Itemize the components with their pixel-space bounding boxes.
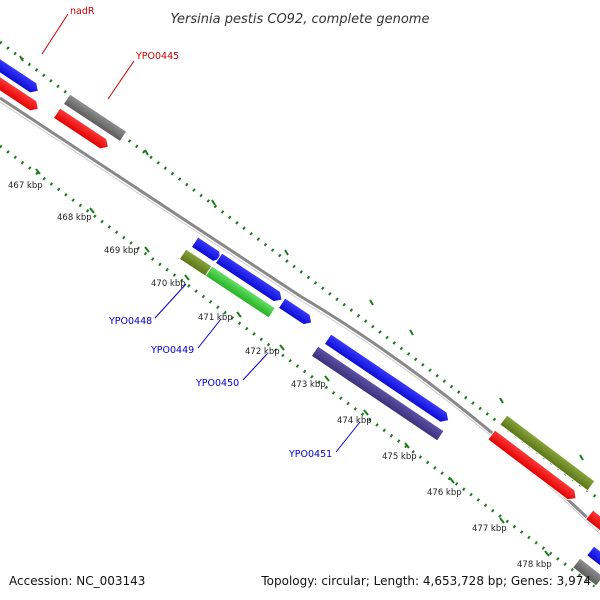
tick-label-467: 467 kbp: [8, 181, 43, 191]
gene-YPO0449[interactable]: [204, 265, 277, 319]
tick-label-475: 475 kbp: [382, 452, 417, 462]
tick-label-471: 471 kbp: [198, 313, 233, 323]
gene-red-edge[interactable]: [584, 509, 600, 535]
gene-blue-short[interactable]: [277, 297, 315, 328]
gene-YPO0445[interactable]: [62, 93, 128, 143]
gene-blue-edge[interactable]: [585, 545, 600, 571]
tick-label-473: 473 kbp: [291, 380, 326, 390]
gene-label-YPO0449[interactable]: YPO0449: [150, 345, 194, 356]
inner-tick-ring: [0, 144, 600, 592]
genome-backbone-inner: [0, 101, 600, 535]
gene-label-YPO0451[interactable]: YPO0451: [288, 449, 332, 460]
tick-label-477: 477 kbp: [472, 524, 507, 534]
gene-blue-extra-long[interactable]: [323, 333, 452, 426]
gene-label-YPO0448[interactable]: YPO0448: [108, 316, 152, 327]
label-leaders: [41, 13, 361, 453]
gene-nadR[interactable]: [0, 51, 42, 96]
gene-red-upper-mid[interactable]: [52, 107, 111, 152]
gene-olive-lower-right[interactable]: [499, 414, 596, 492]
tick-label-472: 472 kbp: [245, 347, 280, 357]
tick-labels: 467 kbp 468 kbp 469 kbp 470 kbp 471 kbp …: [8, 181, 552, 570]
gene-label-YPO0445[interactable]: YPO0445: [135, 51, 179, 62]
tick-label-468: 468 kbp: [57, 213, 92, 223]
topology-text: Topology: circular; Length: 4,653,728 bp…: [260, 574, 591, 588]
tick-label-476: 476 kbp: [427, 488, 462, 498]
gene-label-YPO0450[interactable]: YPO0450: [195, 378, 239, 389]
gene-red-upper-left[interactable]: [0, 69, 42, 114]
tick-label-474: 474 kbp: [337, 416, 372, 426]
tick-label-470: 470 kbp: [151, 279, 186, 289]
tick-label-469: 469 kbp: [104, 246, 139, 256]
map-title: Yersinia pestis CO92, complete genome: [171, 12, 430, 27]
gene-red-lower-right[interactable]: [487, 429, 580, 503]
gene-label-nadR[interactable]: nadR: [70, 6, 95, 17]
gene-YPO0450[interactable]: [310, 345, 445, 442]
gene-blue-long[interactable]: [214, 252, 285, 305]
inner-major-ticks: [35, 168, 550, 557]
accession-text: Accession: NC_003143: [9, 574, 145, 588]
tick-label-478: 478 kbp: [517, 560, 552, 570]
